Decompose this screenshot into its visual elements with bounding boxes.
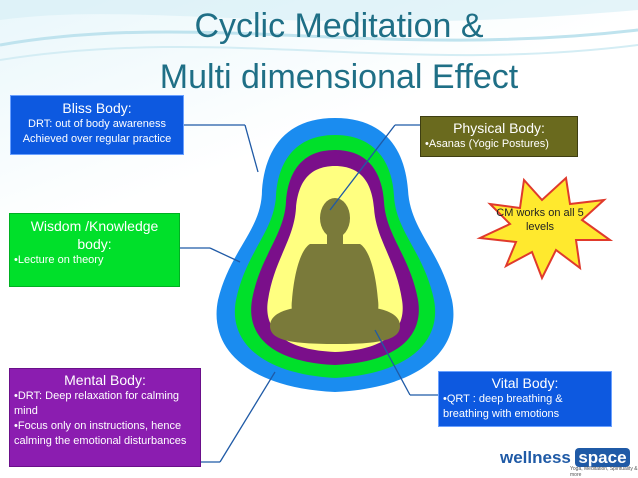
vital-body-heading: Vital Body: (491, 375, 559, 391)
slide-title-line-1: Cyclic Meditation & (194, 7, 484, 45)
starburst-shape (476, 175, 614, 281)
header-swoosh-decoration (0, 0, 638, 61)
wisdom-body-heading: Wisdom /Knowledge body: (30, 218, 159, 252)
slide-title-line-2: Multi dimensional Effect (159, 58, 519, 96)
bliss-body-line-1: DRT: out of body awareness (28, 118, 166, 130)
mental-body-line-2: •Focus only on instructions, hence calmi… (14, 420, 187, 447)
wisdom-connector-2 (209, 247, 241, 263)
mental-body-line-1: •DRT: Deep relaxation for calming mind (14, 390, 180, 417)
starburst-text: CM works on all 5 levels (496, 207, 584, 233)
bliss-body-line-2: Achieved over regular practice (22, 133, 172, 145)
mental-body-heading: Mental Body: (64, 372, 146, 388)
vital-body-line-1: •QRT : deep breathing & breathing with e… (443, 393, 563, 420)
bliss-body-heading: Bliss Body: (62, 100, 132, 116)
physical-body-box: Physical Body: •Asanas (Yogic Postures) (420, 116, 578, 157)
physical-body-heading: Physical Body: (453, 120, 545, 136)
physical-body-figure (270, 198, 400, 344)
logo-tagline: Yoga, Meditation, Spirituality & more (570, 466, 638, 478)
wisdom-body-box: Wisdom /Knowledge body: •Lecture on theo… (9, 213, 180, 287)
vital-body-box: Vital Body: •QRT : deep breathing & brea… (438, 371, 612, 427)
mental-body-box: Mental Body: •DRT: Deep relaxation for c… (9, 368, 201, 467)
wellness-space-logo: wellness space Yoga, Meditation, Spiritu… (500, 448, 638, 478)
bliss-body-box: Bliss Body: DRT: out of body awareness A… (10, 95, 184, 155)
logo-brand-word-2: space (575, 448, 630, 467)
vital-connector-2 (374, 329, 411, 396)
physical-connector-2 (329, 124, 396, 211)
mental-connector-2 (219, 371, 276, 463)
wisdom-body-line-1: •Lecture on theory (14, 254, 104, 266)
logo-brand-word-1: wellness (500, 448, 571, 467)
physical-body-line-1: •Asanas (Yogic Postures) (425, 138, 549, 150)
bliss-connector-2 (244, 124, 259, 173)
